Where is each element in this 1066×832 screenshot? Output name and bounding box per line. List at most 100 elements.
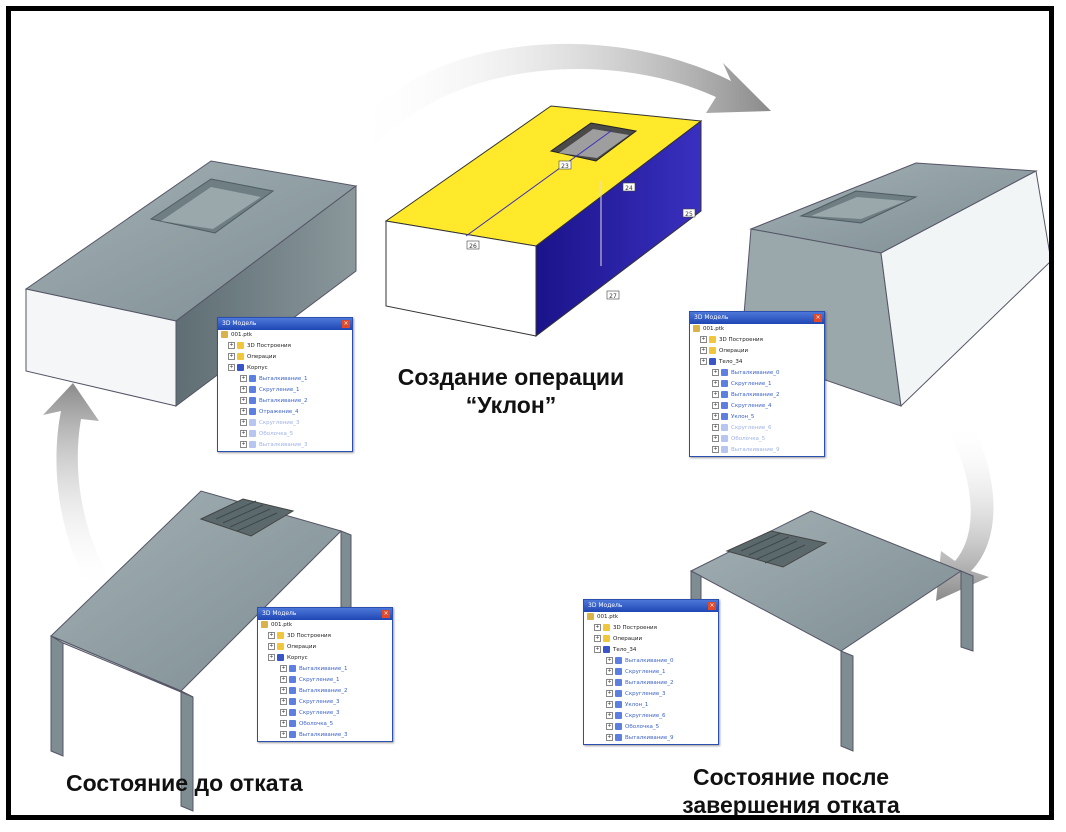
model-tree-panel[interactable]: 3D Модель×001.ptk+3D Построения+Операции… xyxy=(583,599,719,745)
tree-item[interactable]: +Скругление_1 xyxy=(584,667,718,678)
expand-icon[interactable]: + xyxy=(712,380,719,387)
tree-item[interactable]: + Скругление_1 xyxy=(258,675,392,686)
expand-icon[interactable]: + xyxy=(280,687,287,694)
tree-item[interactable]: +Выталкивание_2 xyxy=(218,396,352,407)
tree-item[interactable]: +Уклон_5 xyxy=(690,412,824,423)
tree-item[interactable]: +Выталкивание_3 xyxy=(218,440,352,451)
expand-icon[interactable]: + xyxy=(712,446,719,453)
expand-icon[interactable]: + xyxy=(268,654,275,661)
expand-icon[interactable]: + xyxy=(240,386,247,393)
tree-item[interactable]: +Скругление_1 xyxy=(690,379,824,390)
model-tree-panel[interactable]: 3D Модель×001.ptk+3D Построения+Операции… xyxy=(217,317,353,452)
operation-icon xyxy=(249,375,256,382)
tree-item[interactable]: +Тело_34 xyxy=(690,357,824,368)
expand-icon[interactable]: + xyxy=(280,709,287,716)
expand-icon[interactable]: + xyxy=(712,391,719,398)
expand-icon[interactable]: + xyxy=(712,369,719,376)
tree-item[interactable]: +Выталкивание_9 xyxy=(690,445,824,456)
expand-icon[interactable]: + xyxy=(606,679,613,686)
expand-icon[interactable]: + xyxy=(712,413,719,420)
tree-item[interactable]: +3D Построения xyxy=(258,631,392,642)
model-tree-panel[interactable]: 3D Модель×001.ptk+3D Построения+Операции… xyxy=(257,607,393,742)
tree-item[interactable]: +Скругление_1 xyxy=(218,385,352,396)
expand-icon[interactable]: + xyxy=(712,402,719,409)
tree-item-label: Скругление_1 xyxy=(299,677,340,683)
tree-item[interactable]: +Выталкивание_1 xyxy=(258,664,392,675)
tree-item[interactable]: 001.ptk xyxy=(258,620,392,631)
expand-icon[interactable]: + xyxy=(606,712,613,719)
expand-icon[interactable]: + xyxy=(594,635,601,642)
tree-item[interactable]: +Выталкивание_2 xyxy=(258,686,392,697)
expand-icon[interactable]: + xyxy=(606,657,613,664)
expand-icon[interactable]: + xyxy=(240,397,247,404)
model-tree-panel[interactable]: 3D Модель×001.ptk+3D Построения+Операции… xyxy=(689,311,825,457)
expand-icon[interactable]: + xyxy=(712,435,719,442)
expand-icon[interactable]: + xyxy=(280,720,287,727)
expand-icon[interactable]: + xyxy=(280,676,287,683)
expand-icon[interactable]: + xyxy=(228,364,235,371)
tree-item[interactable]: +3D Построения xyxy=(584,623,718,634)
expand-icon[interactable]: + xyxy=(240,430,247,437)
close-icon[interactable]: × xyxy=(382,610,390,618)
part-icon xyxy=(693,325,700,332)
expand-icon[interactable]: + xyxy=(712,424,719,431)
expand-icon[interactable]: + xyxy=(280,665,287,672)
tree-item[interactable]: +Отражение_4 xyxy=(218,407,352,418)
tree-item[interactable]: +Скругление_6 xyxy=(690,423,824,434)
tree-item[interactable]: +Оболочка_5 xyxy=(584,722,718,733)
expand-icon[interactable]: + xyxy=(268,643,275,650)
expand-icon[interactable]: + xyxy=(280,698,287,705)
tree-item[interactable]: 001.ptk xyxy=(690,324,824,335)
tree-item[interactable]: +3D Построения xyxy=(218,341,352,352)
close-icon[interactable]: × xyxy=(342,320,350,328)
expand-icon[interactable]: + xyxy=(594,624,601,631)
expand-icon[interactable]: + xyxy=(700,336,707,343)
tree-item[interactable]: +Скругление_3 xyxy=(258,708,392,719)
expand-icon[interactable]: + xyxy=(606,690,613,697)
tree-item[interactable]: +Операции xyxy=(218,352,352,363)
expand-icon[interactable]: + xyxy=(700,347,707,354)
expand-icon[interactable]: + xyxy=(606,723,613,730)
close-icon[interactable]: × xyxy=(814,314,822,322)
tree-item[interactable]: +Корпус xyxy=(218,363,352,374)
expand-icon[interactable]: + xyxy=(280,731,287,738)
expand-icon[interactable]: + xyxy=(606,701,613,708)
tree-item[interactable]: 001.ptk xyxy=(218,330,352,341)
expand-icon[interactable]: + xyxy=(240,441,247,448)
expand-icon[interactable]: + xyxy=(606,734,613,741)
tree-item[interactable]: +Оболочка_5 xyxy=(218,429,352,440)
tree-item[interactable]: +Корпус xyxy=(258,653,392,664)
tree-item[interactable]: +Выталкивание_1 xyxy=(218,374,352,385)
tree-item[interactable]: +Скругление_4 xyxy=(690,401,824,412)
tree-item[interactable]: +Оболочка_5 xyxy=(690,434,824,445)
tree-item[interactable]: +Выталкивание_9 xyxy=(584,733,718,744)
operation-icon xyxy=(289,687,296,694)
tree-item[interactable]: 001.ptk xyxy=(584,612,718,623)
tree-item[interactable]: +Выталкивание_2 xyxy=(584,678,718,689)
expand-icon[interactable]: + xyxy=(268,632,275,639)
tree-item[interactable]: +3D Построения xyxy=(690,335,824,346)
tree-item[interactable]: +Оболочка_5 xyxy=(258,719,392,730)
expand-icon[interactable]: + xyxy=(700,358,707,365)
tree-item[interactable]: +Уклон_1 xyxy=(584,700,718,711)
tree-item[interactable]: +Тело_34 xyxy=(584,645,718,656)
tree-item[interactable]: +Операции xyxy=(690,346,824,357)
tree-item[interactable]: +Выталкивание_0 xyxy=(584,656,718,667)
tree-item[interactable]: +Выталкивание_2 xyxy=(690,390,824,401)
expand-icon[interactable]: + xyxy=(240,419,247,426)
tree-item[interactable]: +Скругление_3 xyxy=(218,418,352,429)
expand-icon[interactable]: + xyxy=(594,646,601,653)
expand-icon[interactable]: + xyxy=(228,353,235,360)
tree-item[interactable]: +Скругление_3 xyxy=(258,697,392,708)
tree-item[interactable]: +Скругление_6 xyxy=(584,711,718,722)
expand-icon[interactable]: + xyxy=(606,668,613,675)
close-icon[interactable]: × xyxy=(708,602,716,610)
tree-item[interactable]: +Выталкивание_0 xyxy=(690,368,824,379)
expand-icon[interactable]: + xyxy=(228,342,235,349)
expand-icon[interactable]: + xyxy=(240,375,247,382)
tree-item[interactable]: +Скругление_3 xyxy=(584,689,718,700)
tree-item[interactable]: +Операции xyxy=(584,634,718,645)
expand-icon[interactable]: + xyxy=(240,408,247,415)
tree-item[interactable]: +Выталкивание_3 xyxy=(258,730,392,741)
tree-item[interactable]: +Операции xyxy=(258,642,392,653)
